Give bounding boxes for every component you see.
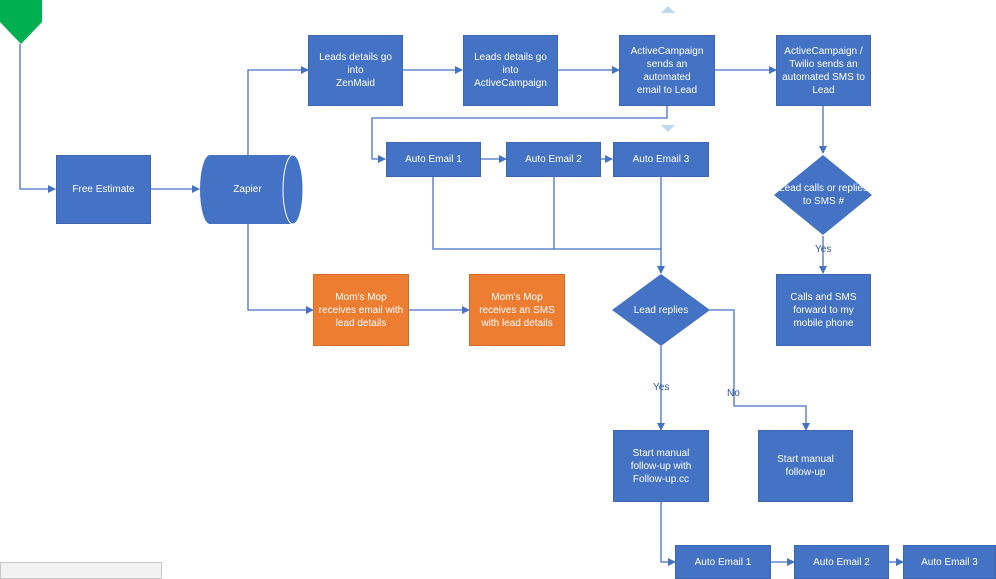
faint-up-triangle <box>661 6 675 13</box>
free-estimate-box: Free Estimate <box>56 155 151 224</box>
faint-down-triangle <box>661 125 675 132</box>
zapier-label: Zapier <box>233 184 262 195</box>
twilio-sms-box: ActiveCampaign / Twilio sends an automat… <box>776 35 871 106</box>
start-shape <box>0 0 42 44</box>
lead-calls-decision <box>774 155 872 235</box>
yes-label-calls: Yes <box>815 244 832 255</box>
manual-followup-box: Start manual follow-up <box>758 430 853 502</box>
bottom-auto-email-1-box: Auto Email 1 <box>675 545 771 579</box>
no-label-replies: No <box>727 388 740 399</box>
lead-replies-decision <box>612 274 710 346</box>
bottom-auto-email-3-box: Auto Email 3 <box>903 545 996 579</box>
moms-mop-sms-box: Mom's Mop receives an SMS with lead deta… <box>469 274 565 346</box>
lead-calls-label: Lead calls or replies to SMS # <box>779 183 868 207</box>
connectors <box>19 44 904 566</box>
calls-forward-box: Calls and SMS forward to my mobile phone <box>776 274 871 346</box>
sheet-panel <box>0 562 162 579</box>
lead-replies-label: Lead replies <box>633 304 689 316</box>
auto-email-1-box: Auto Email 1 <box>386 142 481 177</box>
yes-label-replies: Yes <box>653 382 670 393</box>
manual-followup-cc-box: Start manual follow-up with Follow-up.cc <box>613 430 709 502</box>
auto-email-2-box: Auto Email 2 <box>506 142 601 177</box>
auto-email-3-box: Auto Email 3 <box>613 142 709 177</box>
bottom-auto-email-2-box: Auto Email 2 <box>794 545 889 579</box>
zenmaid-box: Leads details go into ZenMaid <box>308 35 403 106</box>
moms-mop-email-box: Mom's Mop receives email with lead detai… <box>313 274 409 346</box>
activecampaign-box: Leads details go into ActiveCampaign <box>463 35 558 106</box>
zapier-cylinder <box>200 154 304 225</box>
ac-email-box: ActiveCampaign sends an automated email … <box>619 35 715 106</box>
